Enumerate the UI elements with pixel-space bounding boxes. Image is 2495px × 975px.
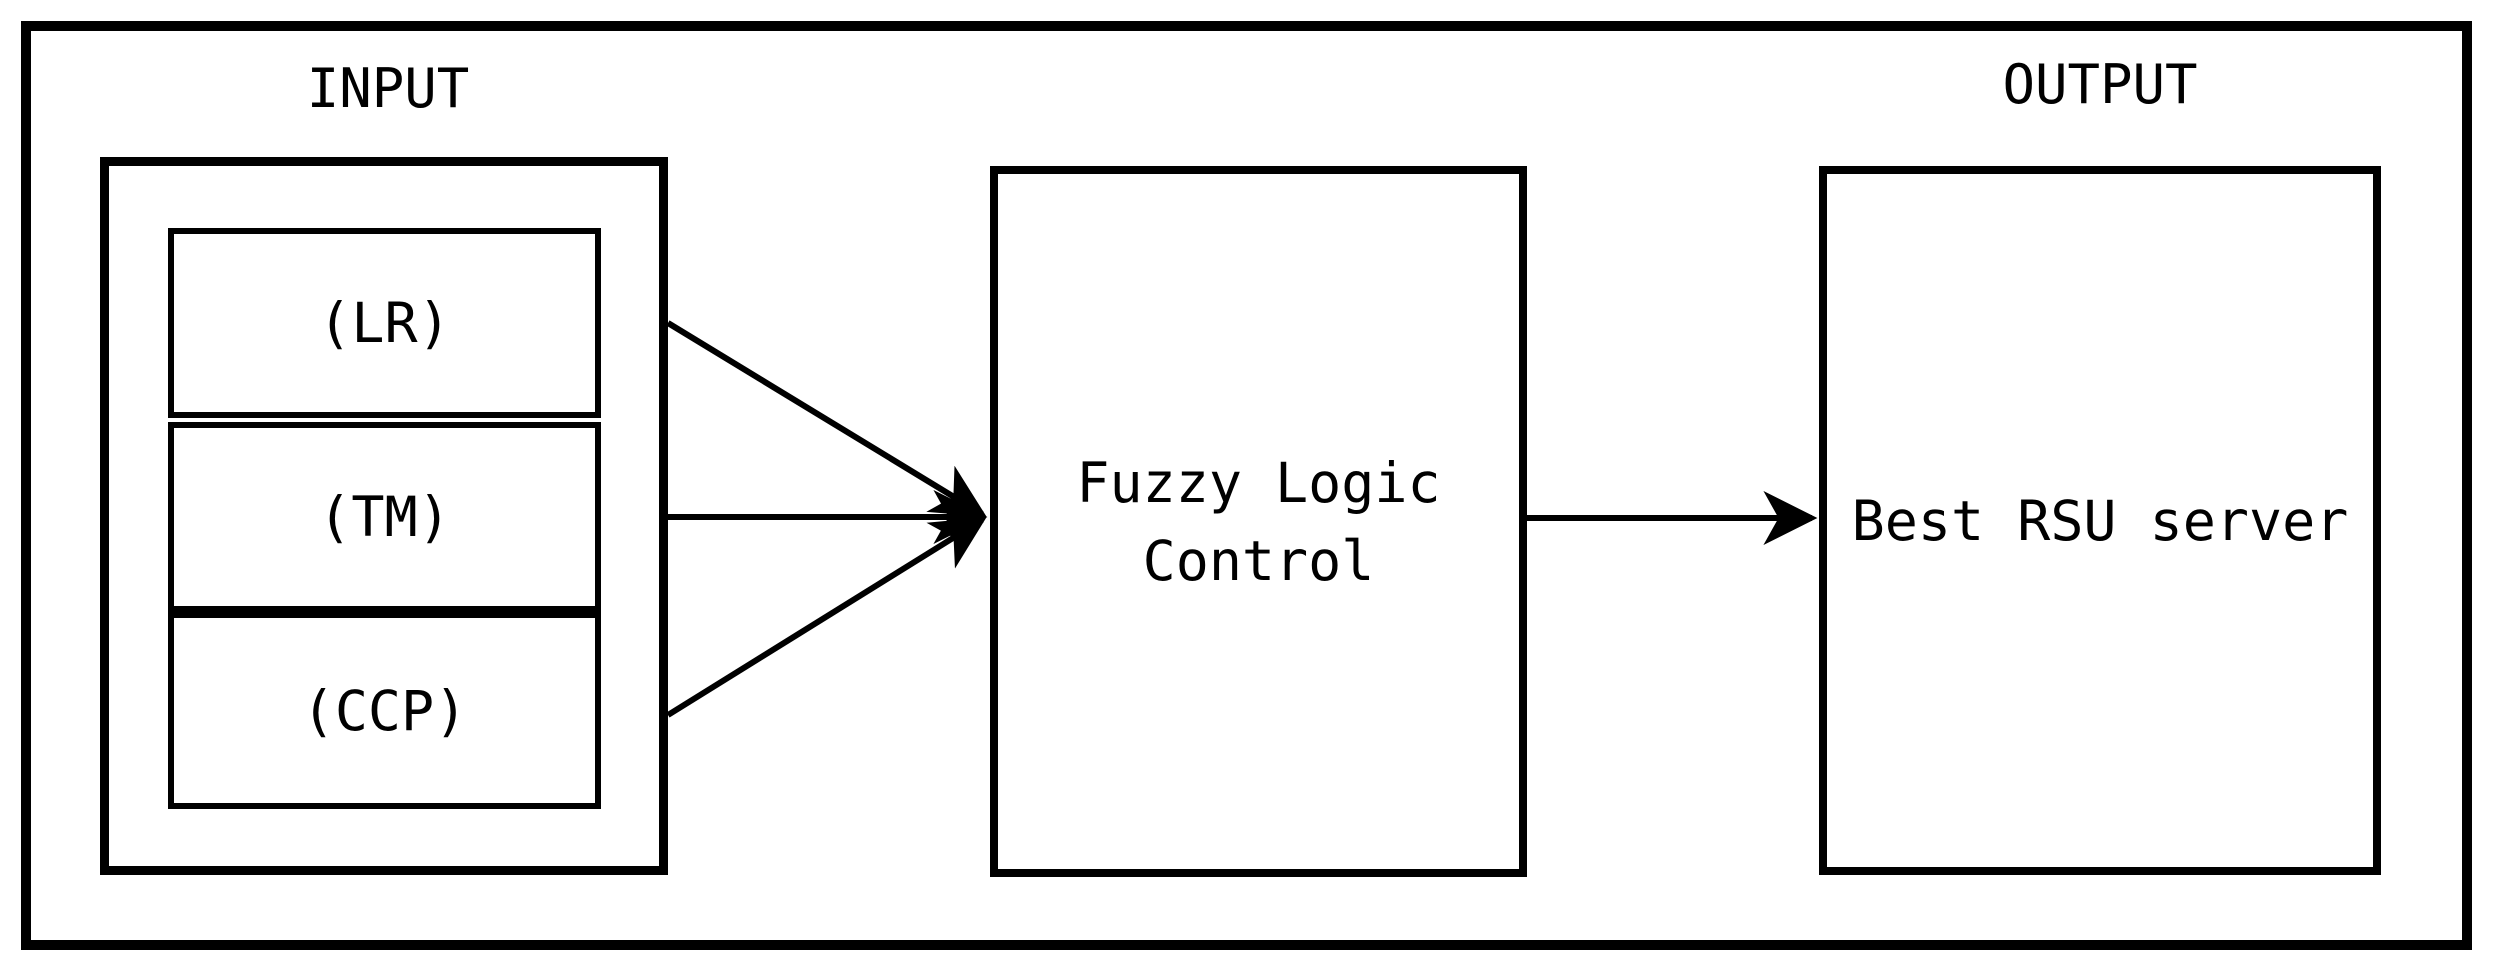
outer-border	[21, 21, 2472, 950]
fuzzy-logic-control-label-line2: Control	[1142, 528, 1375, 593]
input-section-label: INPUT	[306, 57, 470, 120]
input-item-box-lr: (LR)	[168, 228, 601, 418]
input-item-label-lr: (LR)	[318, 291, 451, 355]
output-result-label: Best RSU server	[1851, 488, 2349, 553]
input-group-box	[100, 157, 668, 875]
fuzzy-logic-control-box: Fuzzy Logic Control	[990, 166, 1527, 877]
input-item-label-tm: (TM)	[318, 485, 451, 549]
input-item-label-ccp: (CCP)	[301, 678, 468, 743]
output-result-box: Best RSU server	[1819, 166, 2381, 875]
output-section-label: OUTPUT	[2002, 53, 2198, 116]
input-item-box-ccp: (CCP)	[168, 612, 601, 809]
input-item-box-tm: (TM)	[168, 422, 601, 612]
fuzzy-logic-control-label-line1: Fuzzy Logic	[1076, 450, 1441, 515]
